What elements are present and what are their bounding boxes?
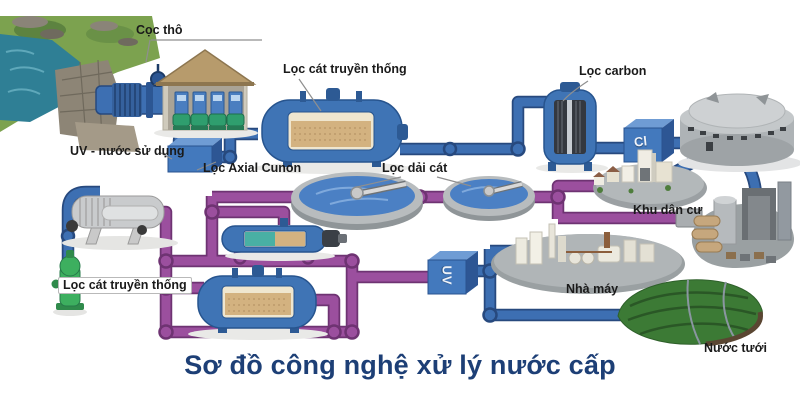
industrial-cluster bbox=[691, 181, 795, 268]
clear-water-storage-tank bbox=[678, 92, 800, 172]
residential-area bbox=[593, 149, 707, 210]
label-loc-axial-cunon: Lọc Axial Cunon bbox=[203, 161, 302, 175]
label-leader-lines bbox=[145, 39, 589, 289]
sand-filter-top bbox=[254, 88, 410, 174]
pump-units bbox=[172, 91, 245, 130]
label-loc-cat-truyen-thong-top: Lọc cát truyền thống bbox=[283, 62, 407, 76]
irrigation-field bbox=[617, 279, 763, 347]
label-coc-tho: Cọc thô bbox=[136, 23, 183, 37]
carbon-filter bbox=[536, 82, 608, 173]
media-filter-axial bbox=[221, 218, 347, 261]
chlorine-mark: Cl bbox=[633, 133, 648, 150]
uv-disinfection-box bbox=[427, 251, 478, 295]
tank-vents bbox=[688, 127, 786, 151]
sand-band-clarifier-2 bbox=[443, 176, 535, 221]
label-loc-dai-cat: Lọc dải cát bbox=[382, 161, 448, 175]
label-uv-nuoc-su-dung: UV - nước sử dụng bbox=[70, 144, 185, 158]
factory-area bbox=[491, 223, 685, 294]
label-nha-may: Nhà máy bbox=[566, 282, 619, 296]
mechanical-screen-unit bbox=[62, 195, 178, 250]
sand-band-clarifier-1 bbox=[291, 172, 423, 230]
uv-mark: UV bbox=[439, 265, 455, 286]
label-loc-cat-truyen-thong-bottom: Lọc cát truyền thống bbox=[58, 277, 192, 294]
label-loc-carbon: Lọc carbon bbox=[579, 64, 647, 78]
pump-house bbox=[153, 49, 258, 139]
sand-filter-bottom bbox=[188, 265, 328, 340]
blue-pipe-joints bbox=[60, 141, 526, 323]
axial-cunon-uv-unit bbox=[167, 138, 222, 173]
label-khu-dan-cu: Khu dân cư bbox=[633, 203, 703, 217]
diagram-title: Sơ đồ công nghệ xử lý nước cấp bbox=[184, 350, 616, 380]
label-nuoc-tuoi: Nước tưới bbox=[704, 341, 767, 355]
river-intake-scene bbox=[0, 16, 160, 152]
